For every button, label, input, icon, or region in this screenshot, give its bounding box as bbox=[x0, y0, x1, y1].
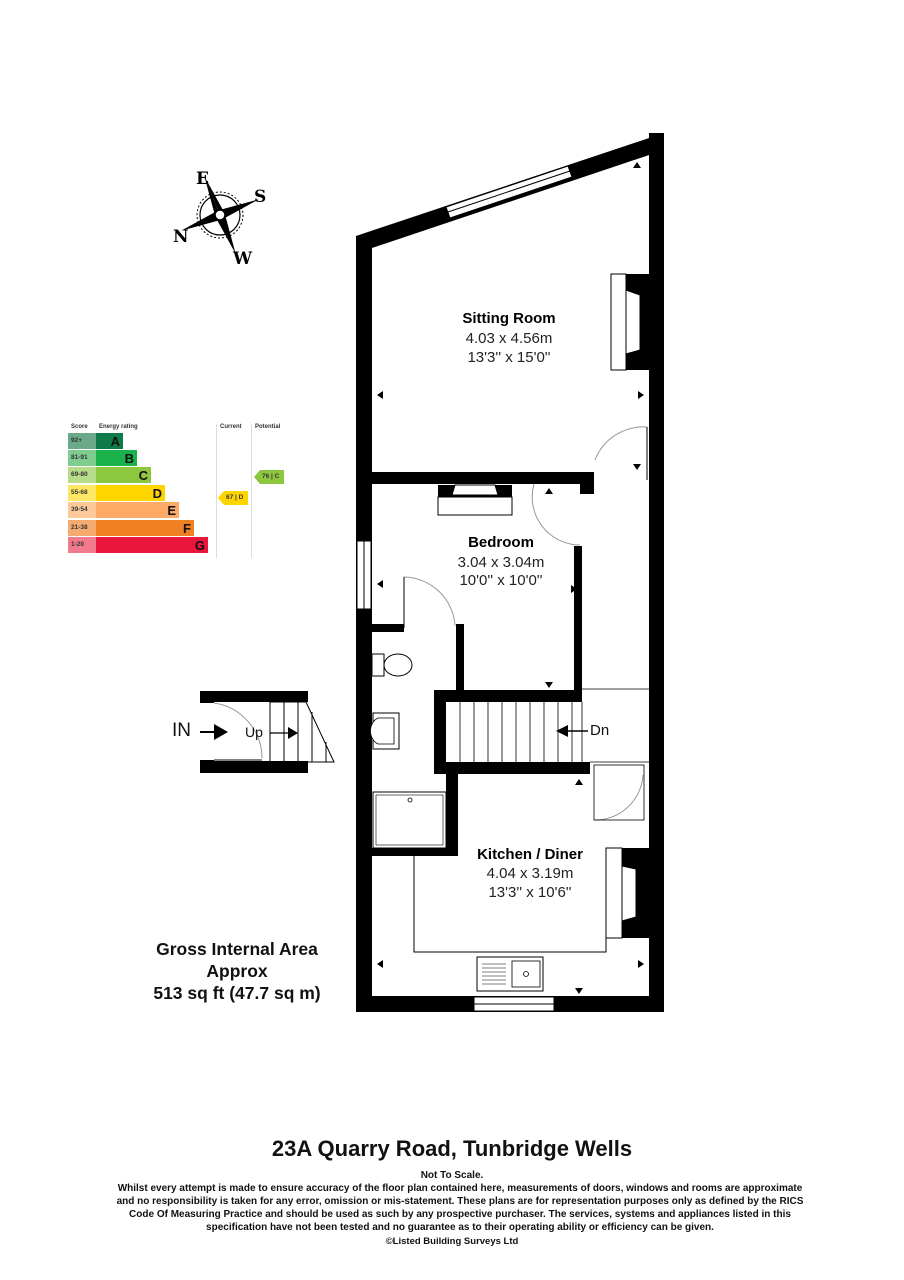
compass-east-label: E bbox=[196, 169, 209, 189]
epc-header-potential: Potential bbox=[255, 424, 281, 430]
room-imperial-kitchen-diner: 13'3'' x 10'6'' bbox=[488, 884, 571, 901]
stairs-down-label: Dn bbox=[590, 722, 610, 739]
epc-letter: D bbox=[96, 485, 165, 501]
compass-south-label: S bbox=[254, 187, 266, 207]
room-imperial-bedroom: 10'0'' x 10'0'' bbox=[459, 572, 542, 589]
compass-west-label: W bbox=[232, 249, 253, 269]
room-metric-sitting-room: 4.03 x 4.56m bbox=[466, 330, 553, 347]
room-metric-kitchen-diner: 4.04 x 3.19m bbox=[487, 865, 574, 882]
epc-letter: F bbox=[96, 520, 194, 536]
energy-rating-chart: Score Energy rating Current Potential 92… bbox=[68, 424, 288, 558]
epc-score: 69-80 bbox=[68, 467, 96, 483]
room-name-sitting-room: Sitting Room bbox=[462, 310, 555, 327]
gross-internal-area: Gross Internal Area Approx 513 sq ft (47… bbox=[130, 938, 344, 1004]
epc-letter: C bbox=[96, 467, 151, 483]
epc-score: 92+ bbox=[68, 433, 96, 449]
epc-score: 1-20 bbox=[68, 537, 96, 553]
epc-potential-marker: 76 | C bbox=[254, 470, 284, 484]
epc-letter: A bbox=[96, 433, 123, 449]
epc-letter: B bbox=[96, 450, 137, 466]
epc-score: 39-54 bbox=[68, 502, 96, 518]
room-metric-bedroom: 3.04 x 3.04m bbox=[458, 554, 545, 571]
not-to-scale-note: Not To Scale. bbox=[420, 1170, 484, 1181]
gia-line1: Gross Internal Area bbox=[156, 939, 318, 959]
epc-letter: E bbox=[96, 502, 179, 518]
property-address-title: 23A Quarry Road, Tunbridge Wells bbox=[271, 1136, 633, 1161]
epc-header-score: Score bbox=[71, 424, 88, 430]
stairs-up-label: Up bbox=[245, 724, 263, 740]
copyright-text: ©Listed Building Surveys Ltd bbox=[385, 1236, 519, 1247]
room-name-kitchen-diner: Kitchen / Diner bbox=[477, 846, 583, 863]
disclaimer-text: Whilst every attempt is made to ensure a… bbox=[116, 1183, 804, 1233]
compass-north-label: N bbox=[173, 227, 189, 247]
epc-current-marker: 67 | D bbox=[218, 491, 248, 505]
entrance-label: IN bbox=[172, 720, 191, 741]
room-name-bedroom: Bedroom bbox=[468, 534, 534, 551]
gia-line3: 513 sq ft (47.7 sq m) bbox=[153, 983, 321, 1003]
epc-letter: G bbox=[96, 537, 208, 553]
gia-line2: Approx bbox=[206, 961, 268, 981]
epc-score: 21-38 bbox=[68, 520, 96, 536]
epc-score: 55-68 bbox=[68, 485, 96, 501]
room-imperial-sitting-room: 13'3'' x 15'0'' bbox=[467, 349, 550, 366]
epc-header-rating: Energy rating bbox=[99, 424, 138, 430]
epc-header-current: Current bbox=[220, 424, 242, 430]
epc-score: 81-91 bbox=[68, 450, 96, 466]
